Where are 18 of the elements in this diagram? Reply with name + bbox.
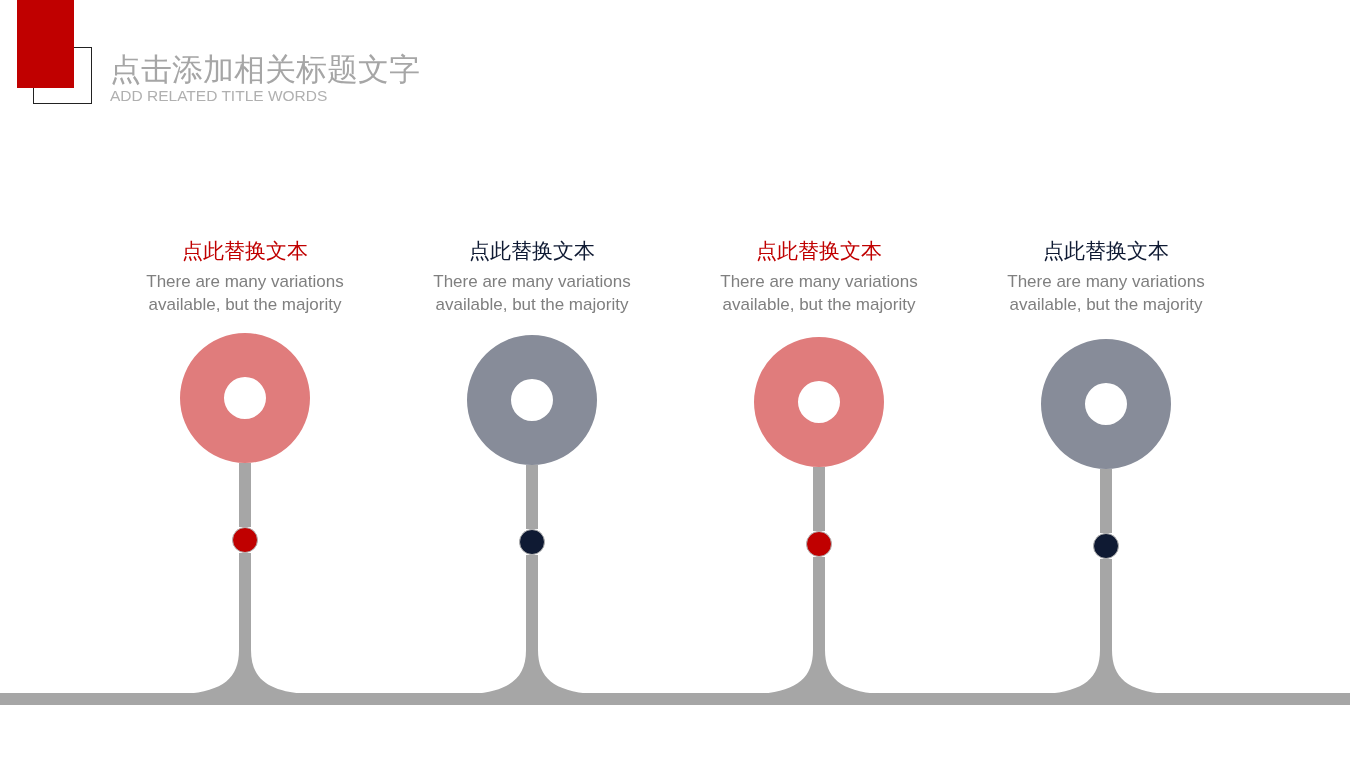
stem-line xyxy=(1100,469,1112,533)
stem-line xyxy=(813,467,825,531)
stem-line xyxy=(526,555,538,650)
subtitle: ADD RELATED TITLE WORDS xyxy=(110,87,328,105)
item-heading: 点此替换文本 xyxy=(755,238,883,264)
item-description: There are many variations available, but the majority xyxy=(1006,271,1206,316)
stem-line xyxy=(813,557,825,650)
stem-line xyxy=(1100,559,1112,650)
stem-line xyxy=(239,463,251,527)
stem-line xyxy=(526,465,538,529)
item-heading: 点此替换文本 xyxy=(181,238,309,264)
item-description: There are many variations available, but the majority xyxy=(145,271,345,316)
item-description: There are many variations available, but the majority xyxy=(432,271,632,316)
item-description: There are many variations available, but the majority xyxy=(719,271,919,316)
item-heading: 点此替换文本 xyxy=(468,238,596,264)
item-heading: 点此替换文本 xyxy=(1042,238,1170,264)
stem-line xyxy=(239,553,251,650)
title: 点击添加相关标题文字 xyxy=(110,50,420,88)
